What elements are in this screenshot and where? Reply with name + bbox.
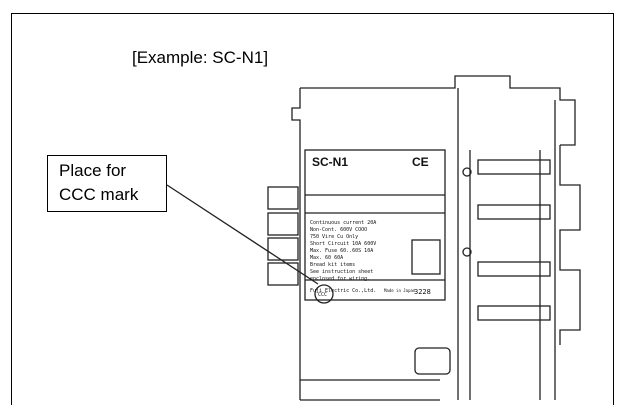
ccc-symbol-text: CCC <box>318 292 327 298</box>
spec-line: Short Circuit 10A 600V <box>310 241 376 247</box>
coil-cap <box>414 347 451 375</box>
spec-line: Max. Fuse 60..60S 10A <box>310 248 373 254</box>
callout-line-2: CCC mark <box>59 185 139 204</box>
terminal-slot <box>477 305 551 321</box>
nameplate <box>304 149 446 301</box>
spec-line: See instruction sheet <box>310 269 373 275</box>
spec-line: enclosed for wiring. <box>310 276 370 282</box>
device-code: 3228 <box>414 288 431 296</box>
spec-line: Bread kit items <box>310 262 355 268</box>
terminal-slot <box>477 261 551 277</box>
left-terminal <box>267 262 299 286</box>
left-terminal <box>267 212 299 236</box>
example-caption: [Example: SC-N1] <box>132 48 269 67</box>
mounting-hole <box>462 167 472 177</box>
origin-label: Made in Japan <box>384 288 416 293</box>
terminal-slot <box>477 204 551 220</box>
left-terminal <box>267 237 299 261</box>
contactor-outline-right <box>559 145 581 345</box>
figure-frame <box>11 13 614 405</box>
terminal-slot <box>477 159 551 175</box>
model-label: SC-N1 <box>312 155 348 169</box>
leader-line <box>166 184 319 285</box>
bottom-housing <box>300 379 440 401</box>
ccc-mark-icon <box>314 284 334 304</box>
ce-mark: CE <box>412 155 429 169</box>
indicator-window <box>411 239 441 275</box>
maker-label: Fuji Electric Co.,Ltd. <box>310 288 376 294</box>
left-terminal <box>267 186 299 210</box>
contactor-outline-top <box>291 75 576 400</box>
mounting-hole <box>462 247 472 257</box>
spec-line: Max. 60 60A <box>310 255 343 261</box>
spec-line: Non-Cont. 600V COOO <box>310 227 367 233</box>
spec-line: Continuous current 20A <box>310 220 376 226</box>
callout-line-1: Place for <box>59 161 127 180</box>
ccc-callout-box: Place for CCC mark <box>47 155 167 212</box>
spec-line: 750 Vire Cu Only <box>310 234 358 240</box>
